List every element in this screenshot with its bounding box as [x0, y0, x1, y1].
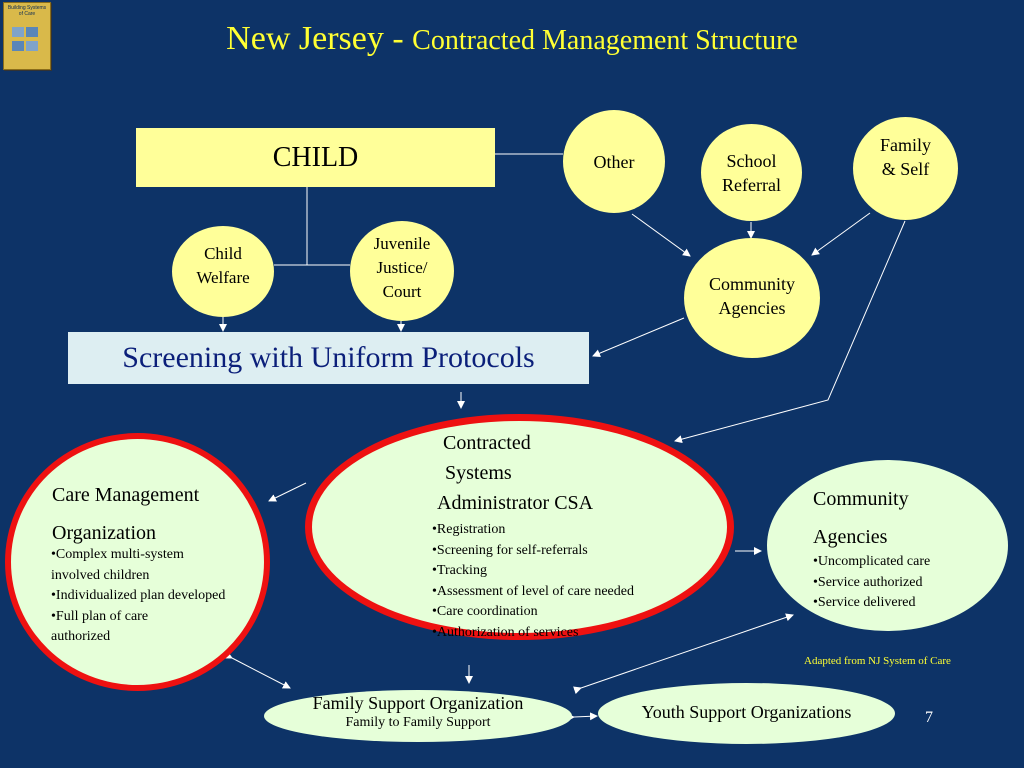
csa-item: •Assessment of level of care needed [432, 582, 634, 603]
family-arrow [812, 213, 870, 255]
juvenile-label-3: Court [374, 280, 431, 304]
cmo-item: •Complex multi-system [51, 545, 225, 566]
logo-text: Building Systems of Care [7, 5, 47, 17]
logo-block [26, 41, 38, 51]
community-oval-heading-1: Community [813, 480, 909, 518]
fso-line-1: Family Support Organization [264, 692, 572, 714]
youth-support-text: Youth Support Organizations [598, 702, 895, 723]
csa-item: •Tracking [432, 561, 634, 582]
welfare-label-1: Child [196, 242, 249, 266]
other-arrow [632, 214, 690, 256]
title-main: New Jersey - [226, 20, 412, 57]
school-label-2: Referral [722, 173, 781, 197]
logo-block [12, 41, 24, 51]
family-self-node: Family & Self [853, 117, 958, 220]
school-label-1: School [722, 149, 781, 173]
book-cover-logo: Building Systems of Care [3, 2, 51, 70]
community-oval-heading: Community Agencies [813, 480, 909, 556]
other-label: Other [594, 150, 635, 174]
juvenile-label-2: Justice/ [374, 256, 431, 280]
screening-box: Screening with Uniform Protocols [68, 332, 589, 384]
cmo-heading: Care Management Organization [52, 476, 199, 552]
juvenile-justice-node: Juvenile Justice/ Court [350, 221, 454, 321]
csa-item: •Care coordination [432, 602, 634, 623]
community-label-1: Community [709, 272, 795, 296]
welfare-label-2: Welfare [196, 266, 249, 290]
slide-title: New Jersey - Contracted Management Struc… [0, 20, 1024, 58]
juvenile-label-1: Juvenile [374, 232, 431, 256]
community-label-2: Agencies [709, 296, 795, 320]
community-item: •Service delivered [813, 593, 930, 614]
csa-list: •Registration •Screening for self-referr… [432, 520, 634, 643]
cmo-fso-arrow [232, 658, 290, 688]
family-label-1: Family [880, 133, 931, 157]
logo-block [26, 27, 38, 37]
csa-item: •Registration [432, 520, 634, 541]
csa-heading-2: Systems [435, 458, 593, 488]
fso-yso-arrow [574, 716, 597, 717]
csa-item: •Screening for self-referrals [432, 541, 634, 562]
cmo-item: authorized [51, 627, 225, 648]
cmo-item: •Full plan of care [51, 607, 225, 628]
child-box: CHILD [136, 128, 495, 187]
school-referral-node: School Referral [701, 124, 802, 221]
cmo-item: involved children [51, 566, 225, 587]
family-label-2: & Self [880, 157, 931, 181]
cmo-item: •Individualized plan developed [51, 586, 225, 607]
community-to-screen-arrow [593, 318, 684, 356]
family-support-text: Family Support Organization Family to Fa… [264, 692, 572, 732]
cmo-list: •Complex multi-system involved children … [51, 545, 225, 648]
community-item: •Service authorized [813, 573, 930, 594]
csa-to-cmo-arrow [269, 483, 306, 501]
child-welfare-node: Child Welfare [172, 226, 274, 317]
title-sub: Contracted Management Structure [412, 25, 798, 56]
other-node: Other [563, 110, 665, 213]
csa-heading-1: Contracted [435, 428, 593, 458]
fso-line-2: Family to Family Support [264, 714, 572, 732]
community-item: •Uncomplicated care [813, 552, 930, 573]
community-oval-heading-2: Agencies [813, 518, 909, 556]
source-note: Adapted from NJ System of Care [804, 655, 951, 667]
csa-heading: Contracted Systems Administrator CSA [435, 428, 593, 518]
csa-heading-3: Administrator CSA [435, 488, 593, 518]
community-agencies-node: Community Agencies [684, 238, 820, 358]
csa-item: •Authorization of services [432, 623, 634, 644]
page-number: 7 [925, 709, 933, 727]
cmo-heading-1: Care Management [52, 476, 199, 514]
logo-block [12, 27, 24, 37]
community-oval-list: •Uncomplicated care •Service authorized … [813, 552, 930, 614]
